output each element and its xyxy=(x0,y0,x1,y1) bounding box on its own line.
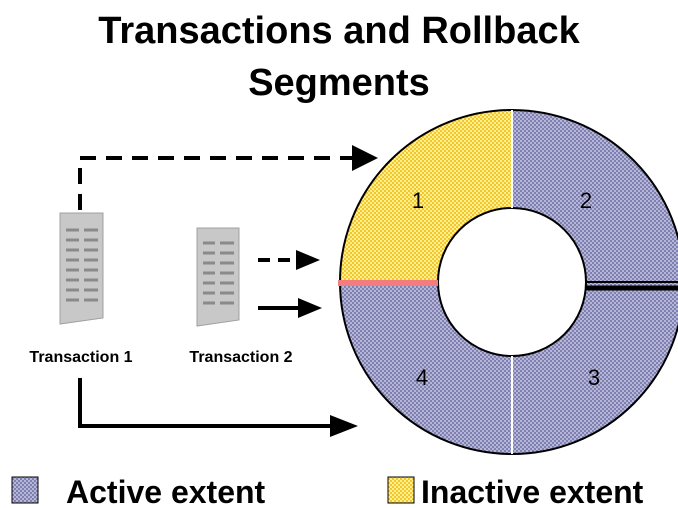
transaction-1-dashed-arrow-icon xyxy=(78,145,378,210)
transaction-2-solid-arrow-icon xyxy=(258,298,322,318)
legend-inactive-swatch xyxy=(387,476,415,504)
legend-inactive-label: Inactive extent xyxy=(421,474,644,508)
title-line-2: Segments xyxy=(248,62,430,104)
segment-3-extent xyxy=(511,281,678,456)
transaction-1-label: Transaction 1 xyxy=(29,349,132,366)
title-line-1: Transactions and Rollback xyxy=(98,10,580,52)
segment-2-extent xyxy=(511,108,678,283)
segment-2-label: 2 xyxy=(580,188,592,213)
segment-1-extent xyxy=(338,108,513,283)
transaction-2-dashed-arrow-icon xyxy=(258,250,320,270)
segment-3-label: 3 xyxy=(588,365,600,390)
legend-active-label: Active extent xyxy=(66,474,266,508)
transaction-1-document-icon xyxy=(59,212,104,325)
transaction-2-document-icon xyxy=(196,227,240,327)
transaction-1-solid-arrow-icon xyxy=(78,378,358,437)
legend: Active extent Inactive extent xyxy=(11,474,644,508)
segment-1-label: 1 xyxy=(412,188,424,213)
legend-active-swatch xyxy=(11,476,39,504)
segment-4-extent xyxy=(338,281,513,456)
transaction-2-label: Transaction 2 xyxy=(189,349,292,366)
rollback-segment-ring: 1 2 3 4 xyxy=(338,108,678,456)
segment-4-label: 4 xyxy=(416,365,428,390)
